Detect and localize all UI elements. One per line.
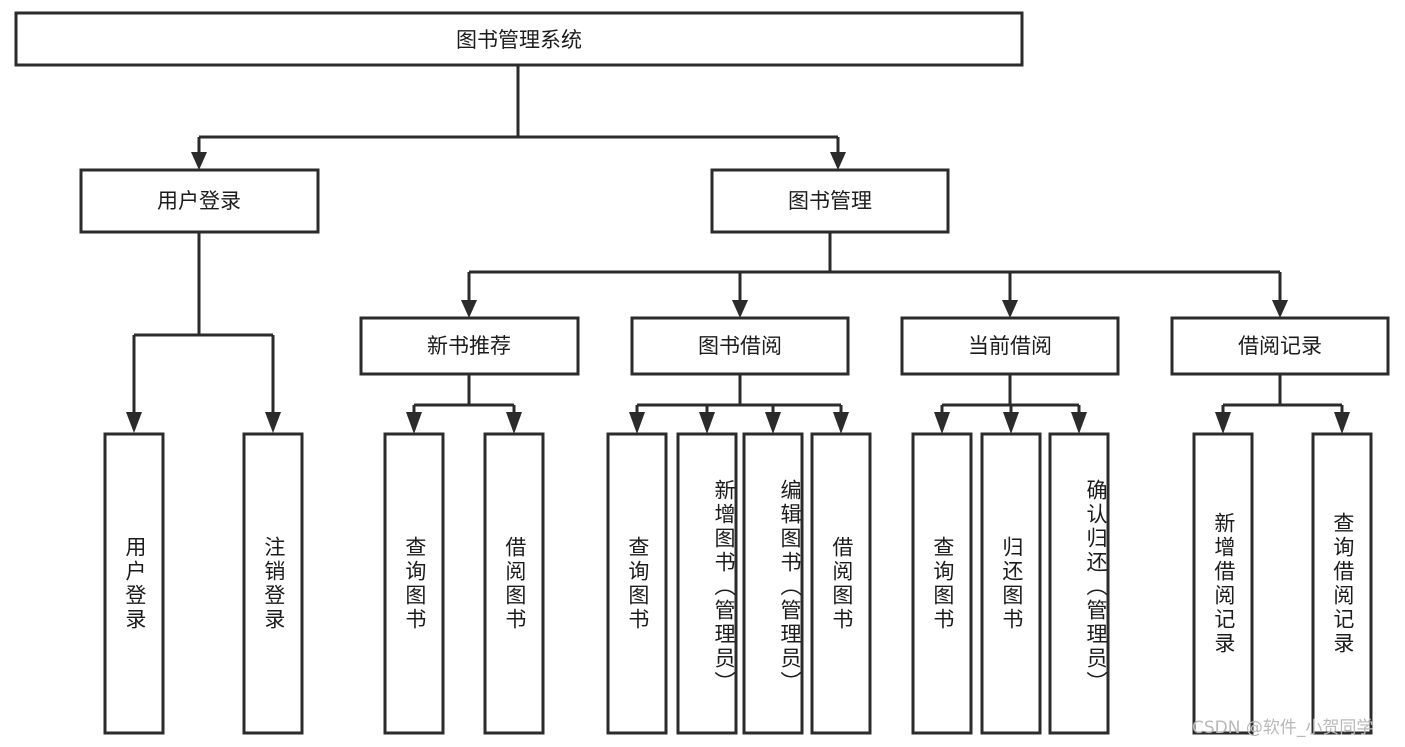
connector-record-to-leaves: [1215, 374, 1350, 434]
node-book-management[interactable]: [710, 168, 950, 234]
connector-borrow-to-leaves: [629, 374, 849, 434]
node-root[interactable]: [14, 11, 1024, 67]
leaf-box-user-login[interactable]: [103, 432, 165, 735]
node-new-book-recommend-label: 新书推荐: [427, 334, 511, 358]
csdn-watermark: CSDN @软件_小贺同学: [1192, 718, 1374, 738]
node-current-borrow-label: 当前借阅: [968, 334, 1052, 358]
node-new-book-recommend[interactable]: [359, 316, 580, 376]
node-book-borrow-label: 图书借阅: [698, 334, 782, 358]
node-user-login-label: 用户登录: [157, 189, 241, 213]
leaf-box-borrow-book-recommend[interactable]: [483, 432, 545, 735]
leaf-box-confirm-return-admin[interactable]: [1048, 432, 1110, 735]
leaf-box-query-borrow-record[interactable]: [1311, 432, 1373, 735]
leaf-box-logout[interactable]: [242, 432, 304, 735]
leaf-box-add-borrow-record[interactable]: [1192, 432, 1254, 735]
connector-book-mgmt-to-level3: [461, 232, 1288, 318]
leaf-box-add-book-admin[interactable]: [676, 432, 738, 735]
leaf-box-return-book[interactable]: [980, 432, 1042, 735]
node-borrow-record[interactable]: [1170, 316, 1390, 376]
node-book-management-label: 图书管理: [788, 189, 872, 213]
connector-current-to-leaves: [934, 374, 1087, 434]
node-book-borrow[interactable]: [630, 316, 850, 376]
connector-root-to-level2: [191, 65, 846, 170]
leaf-box-edit-book-admin[interactable]: [742, 432, 804, 735]
node-root-label: 图书管理系统: [456, 28, 582, 52]
node-user-login[interactable]: [79, 168, 320, 234]
leaf-box-query-book-current[interactable]: [911, 432, 973, 735]
node-borrow-record-label: 借阅记录: [1238, 334, 1322, 358]
leaf-box-borrow-book[interactable]: [810, 432, 872, 735]
connector-user-login-to-leaves: [126, 232, 281, 433]
connector-recommend-to-leaves: [406, 374, 522, 434]
leaf-box-query-book-borrow[interactable]: [606, 432, 668, 735]
node-current-borrow[interactable]: [900, 316, 1120, 376]
leaf-box-query-book-recommend[interactable]: [383, 432, 445, 735]
